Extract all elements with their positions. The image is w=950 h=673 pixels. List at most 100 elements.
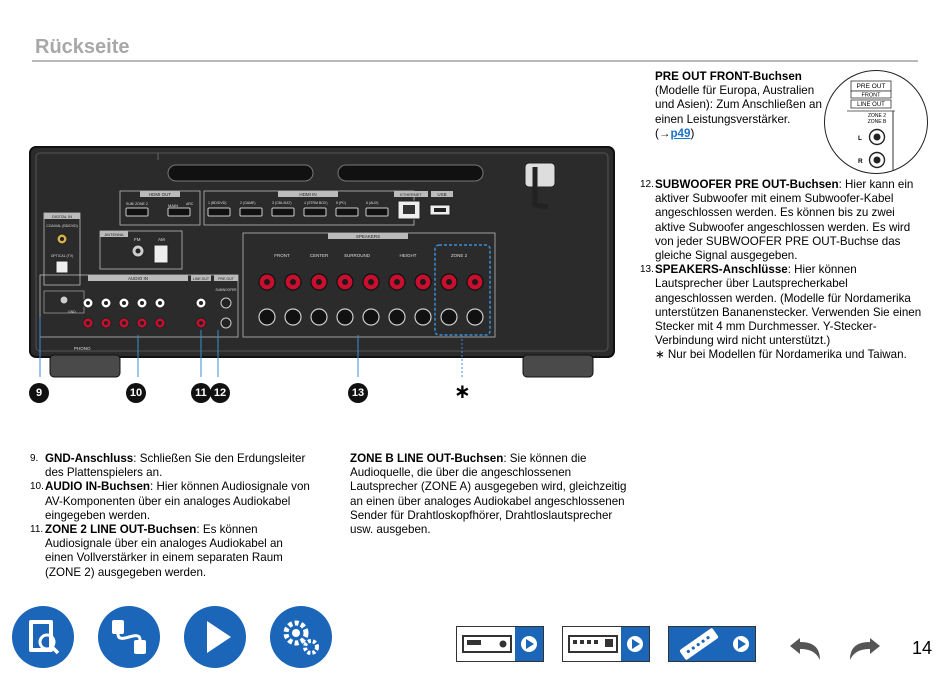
- item-text: : Es können Audiosignale über ein analog…: [45, 523, 283, 579]
- hdmi-in1-label: 1 (BD/DVD): [208, 201, 226, 205]
- item-number: 10.: [30, 481, 44, 493]
- item-number: 12.: [640, 179, 654, 190]
- hdmi-in-label: HDMI IN: [299, 192, 316, 197]
- hdmi-in2-port: [239, 207, 263, 217]
- zone-b-term: ZONE B LINE OUT-Buchsen: [350, 452, 504, 465]
- remote-control-icon: [679, 627, 755, 661]
- receiver-front-icon: [462, 627, 543, 661]
- item-term: AUDIO IN-Buchsen: [45, 480, 150, 494]
- rear-panel-nav-button[interactable]: [562, 626, 650, 662]
- pre-out-label: PRE OUT: [218, 277, 234, 281]
- callout-9: 9: [29, 383, 49, 403]
- speaker-terminal-center-minus: [310, 308, 328, 326]
- center-label: CENTER: [310, 253, 329, 258]
- hdmi-in5-port: [335, 207, 359, 217]
- zone2-label: ZONE 2: [451, 253, 468, 258]
- hdmi-out-main-port: [167, 207, 191, 217]
- pre-out-ref-suffix: ): [690, 126, 695, 140]
- left-foot: [49, 354, 121, 378]
- setup-nav-button[interactable]: [270, 606, 332, 668]
- coaxial-label: COAXIAL (BD/DVD): [46, 224, 78, 228]
- book-icon: [29, 620, 60, 655]
- hdmi-in3-label: 3 (CBL/SAT): [272, 201, 292, 205]
- chassis: [29, 146, 615, 358]
- inset-zone2-label: ZONE 2: [868, 113, 886, 119]
- vent-left: [167, 164, 314, 182]
- zone-b-text: : Sie können die Audioquelle, die über d…: [350, 452, 627, 537]
- pre-out-inset-diagram: PRE OUT FRONT LINE OUT ZONE 2 ZONE B L R: [824, 70, 928, 174]
- connection-nav-button[interactable]: [98, 606, 160, 668]
- inset-l-label: L: [858, 135, 862, 142]
- gear-icon: [283, 620, 319, 655]
- speaker-terminal-height-l-minus: [414, 308, 432, 326]
- subwoofer-label: SUBWOOFER: [216, 288, 238, 292]
- item-text: : Hier können Lautsprecher über Lautspre…: [655, 263, 922, 348]
- page-number: 14: [912, 638, 933, 658]
- main-label: MAIN: [168, 203, 178, 208]
- inset-front-label: FRONT: [862, 93, 882, 99]
- callout-13: 13: [348, 383, 368, 403]
- page-link-p49[interactable]: p49: [670, 126, 691, 140]
- hdmi-in2-label: 2 (GAME): [240, 201, 256, 205]
- title-divider: [32, 60, 918, 62]
- page-title: Rückseite: [35, 36, 130, 58]
- cable-icon: [112, 620, 146, 654]
- speaker-terminal-front-r-minus: [258, 308, 276, 326]
- back-button[interactable]: [786, 628, 830, 669]
- manual-book-nav-button[interactable]: [12, 606, 74, 668]
- subwoofer-jack-1: [220, 297, 232, 309]
- item-text: : Hier können Audiosignale von AV-Kompon…: [45, 480, 310, 522]
- pre-out-body: (Modelle für Europa, Australien und Asie…: [655, 84, 822, 126]
- inset-r-label: R: [858, 158, 863, 165]
- zone2-highlight: [434, 244, 491, 336]
- bottom-description-list: 9. GND-Anschluss: Schließen Sie den Erdu…: [30, 452, 310, 580]
- optical-jack: [55, 260, 69, 274]
- gnd-label: GND: [68, 310, 76, 314]
- speaker-terminal-zone2-r-minus: [440, 308, 458, 326]
- hdmi-in6-port: [365, 207, 389, 217]
- hdmi-in5-label: 5 (PC): [336, 201, 346, 205]
- arc-label: ARC: [186, 202, 194, 206]
- inset-pre-out-label: PRE OUT: [857, 83, 886, 90]
- playback-nav-button[interactable]: [184, 606, 246, 668]
- usb-label: USB: [437, 192, 446, 197]
- speaker-terminal-surround-r-minus: [336, 308, 354, 326]
- phono-label: PHONO: [74, 346, 91, 351]
- hdmi-in4-port: [303, 207, 327, 217]
- remote-nav-button[interactable]: [668, 626, 756, 662]
- callout-10: 10: [126, 383, 146, 403]
- pre-out-reference: (→p49): [655, 127, 825, 141]
- forward-button[interactable]: [840, 628, 884, 669]
- callout-12: 12: [210, 383, 230, 403]
- callout-11: 11: [191, 383, 211, 403]
- rear-panel-graphic: HDMI OUT HDMI IN ETHERNET USB SUB/ ZONE …: [29, 146, 615, 378]
- item-term: GND-Anschluss: [45, 452, 134, 465]
- asterisk-marker: ∗: [454, 381, 471, 403]
- redo-arrow-icon: [850, 638, 880, 660]
- fm-label: FM: [134, 237, 141, 242]
- undo-arrow-icon: [790, 638, 820, 660]
- play-icon: [207, 621, 231, 653]
- list-item: 9. GND-Anschluss: Schließen Sie den Erdu…: [30, 452, 310, 480]
- subwoofer-jack-2: [220, 317, 232, 329]
- front-panel-nav-button[interactable]: [456, 626, 544, 662]
- item-term: SUBWOOFER PRE OUT-Buchsen: [655, 178, 839, 191]
- inset-graphic: PRE OUT FRONT LINE OUT ZONE 2 ZONE B L R: [847, 80, 895, 173]
- hdmi-in3-port: [271, 207, 295, 217]
- optical-label: OPTICAL (TV): [51, 254, 74, 258]
- speaker-terminal-front-l-minus: [284, 308, 302, 326]
- power-cord: [532, 167, 549, 210]
- inset-line-out-label: LINE OUT: [857, 102, 885, 108]
- speakers-label: SPEAKERS: [356, 234, 380, 239]
- right-foot: [522, 354, 594, 378]
- item-number: 13.: [640, 264, 654, 276]
- am-label: AM: [158, 237, 165, 242]
- list-item: 10. AUDIO IN-Buchsen: Hier können Audios…: [30, 480, 310, 523]
- pre-out-heading: PRE OUT FRONT-Buchsen: [655, 70, 802, 83]
- speaker-terminal-zone2-l-minus: [466, 308, 484, 326]
- sub-zone2-label: SUB/ ZONE 2: [126, 202, 148, 206]
- audio-in-label: AUDIO IN: [128, 276, 148, 281]
- antenna-label: ANTENNA: [104, 232, 123, 237]
- hdmi-in4-label: 4 (STRM BOX): [304, 201, 328, 205]
- pre-out-description: PRE OUT FRONT-Buchsen (Modelle für Europ…: [655, 70, 825, 141]
